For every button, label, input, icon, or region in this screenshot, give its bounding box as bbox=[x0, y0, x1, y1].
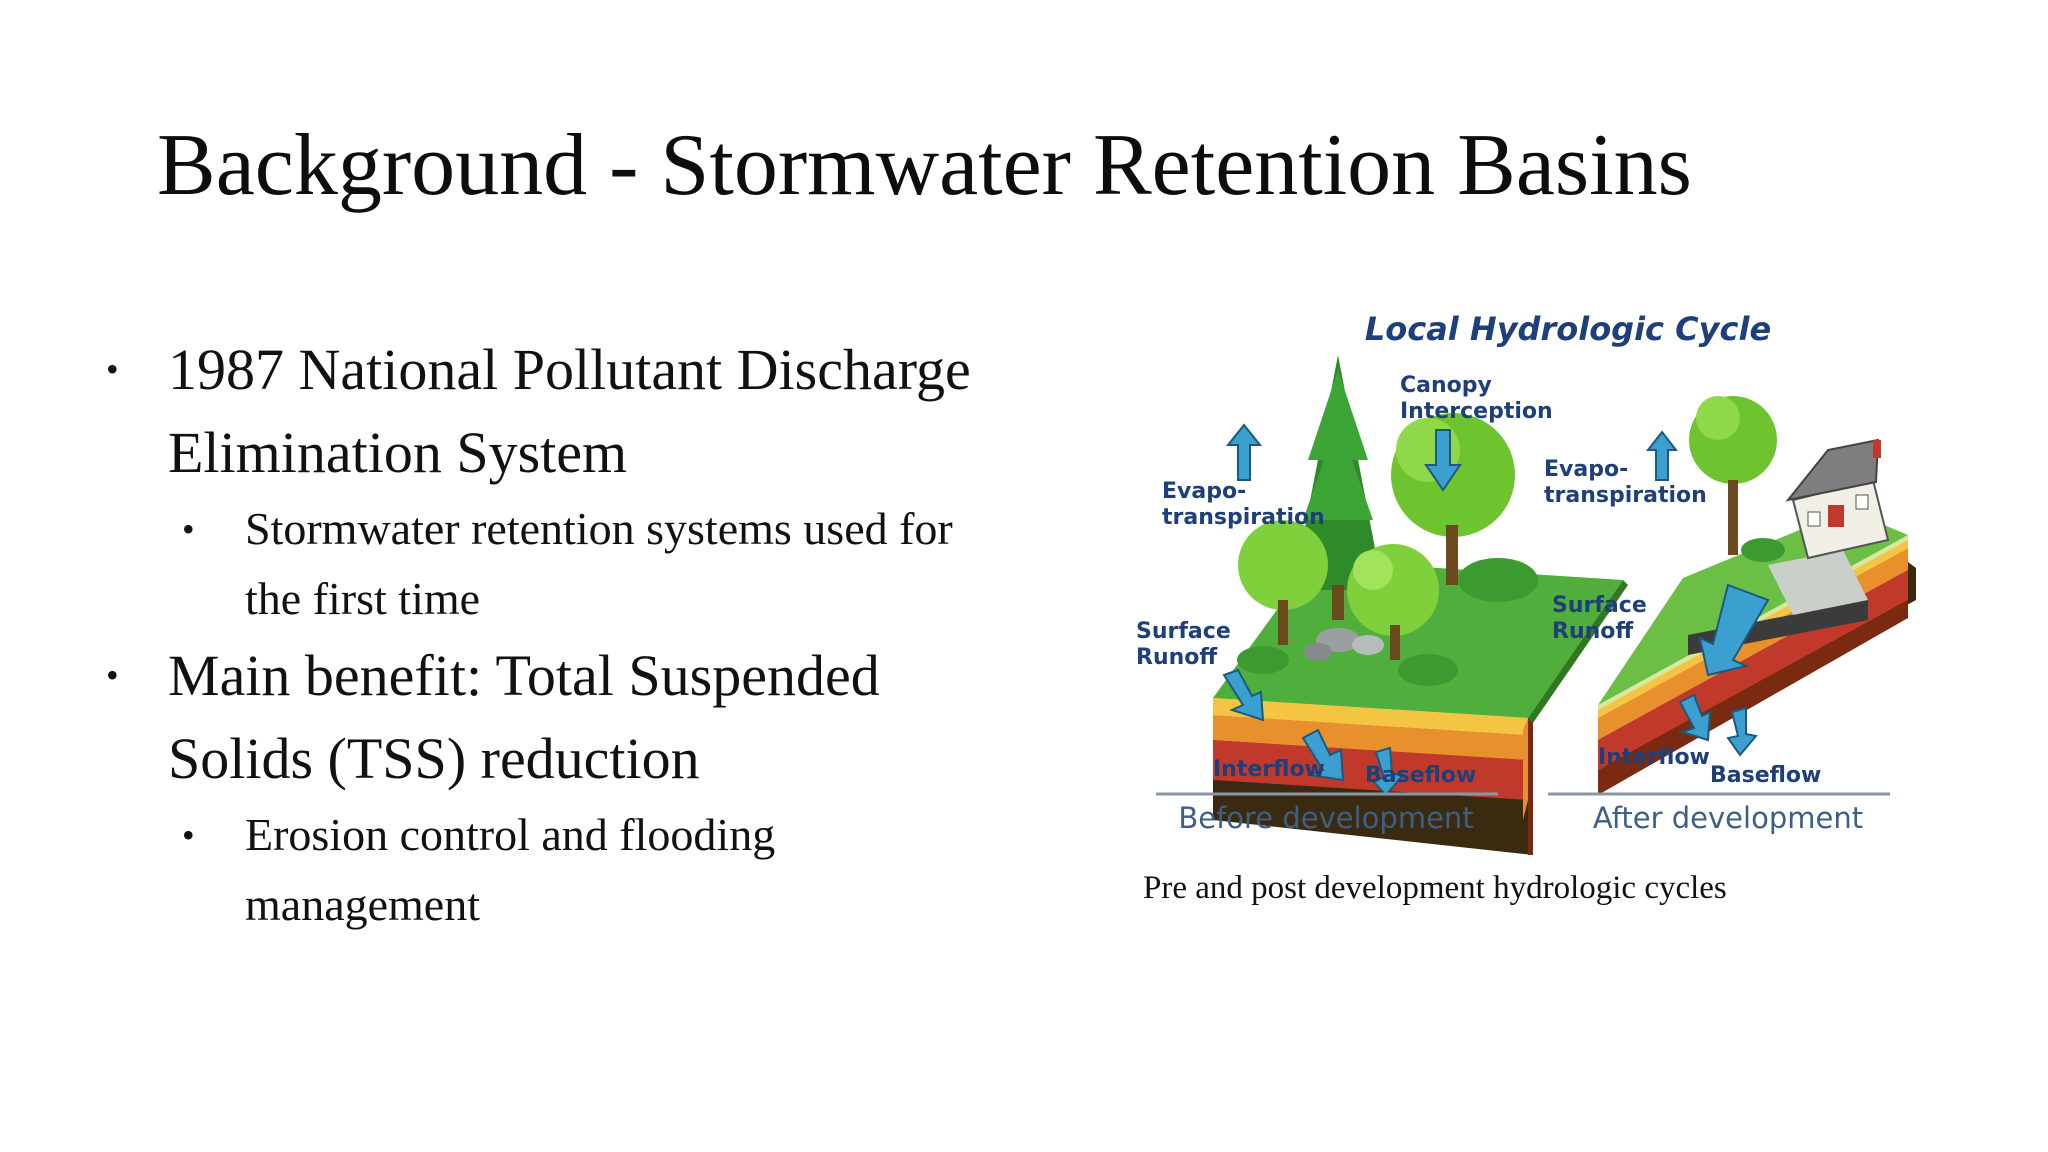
surface-runoff-label: Surface bbox=[1136, 619, 1231, 644]
bullet-item: • Main benefit: Total Suspended bbox=[100, 634, 1060, 717]
bullet-marker: • bbox=[106, 655, 119, 695]
sub-bullet-item: the first time bbox=[100, 564, 1060, 634]
surface-runoff-label: Runoff bbox=[1552, 619, 1634, 644]
hydrologic-cycle-figure: Local Hydrologic Cycle bbox=[1128, 300, 1928, 870]
slide-title: Background - Stormwater Retention Basins bbox=[157, 117, 1692, 214]
bullet-marker: • bbox=[182, 509, 195, 549]
bullet-text: management bbox=[245, 879, 481, 930]
baseflow-label: Baseflow bbox=[1365, 763, 1476, 788]
bullet-text: the first time bbox=[245, 573, 481, 624]
interflow-arrow-before bbox=[1301, 728, 1345, 782]
evapotranspiration-label: transpiration bbox=[1162, 505, 1325, 530]
interflow-arrow-after bbox=[1678, 693, 1712, 742]
hydrologic-cycle-illustration: Local Hydrologic Cycle bbox=[1128, 300, 1928, 870]
bullet-text: Erosion control and flooding bbox=[245, 809, 776, 860]
canopy-label: Interception bbox=[1400, 399, 1553, 424]
bullet-text: Stormwater retention systems used for bbox=[245, 503, 953, 554]
bullet-marker: • bbox=[106, 349, 119, 389]
interflow-label: Interflow bbox=[1598, 745, 1710, 770]
baseflow-arrow-after bbox=[1726, 706, 1758, 757]
baseflow-arrow-before bbox=[1369, 746, 1406, 797]
bullet-text: Solids (TSS) reduction bbox=[168, 726, 700, 791]
bullet-item: • 1987 National Pollutant Discharge bbox=[100, 328, 1060, 411]
surface-runoff-arrow-after bbox=[1698, 583, 1770, 677]
evapotranspiration-arrow-before bbox=[1225, 423, 1263, 481]
canopy-label: Canopy bbox=[1400, 373, 1492, 398]
bullet-text: Elimination System bbox=[168, 420, 628, 485]
canopy-interception-arrow bbox=[1424, 429, 1462, 492]
evapotranspiration-arrow-after bbox=[1645, 430, 1679, 481]
baseflow-label: Baseflow bbox=[1710, 763, 1821, 788]
evapotranspiration-label: Evapo- bbox=[1162, 479, 1246, 504]
figure-title: Local Hydrologic Cycle bbox=[1365, 310, 1771, 348]
bullet-text: Main benefit: Total Suspended bbox=[168, 643, 880, 708]
surface-runoff-label: Surface bbox=[1552, 593, 1647, 618]
before-development-label: Before development bbox=[1178, 801, 1473, 835]
flow-arrows bbox=[1222, 423, 1770, 797]
sub-bullet-item: • Stormwater retention systems used for bbox=[100, 494, 1060, 564]
sub-bullet-item: • Erosion control and flooding bbox=[100, 800, 1060, 870]
figure-caption: Pre and post development hydrologic cycl… bbox=[1143, 870, 1727, 906]
bullet-item: Elimination System bbox=[100, 411, 1060, 494]
bullet-list: • 1987 National Pollutant Discharge Elimi… bbox=[100, 328, 1060, 940]
before-development-block bbox=[1213, 355, 1628, 855]
evapotranspiration-label: transpiration bbox=[1544, 483, 1707, 508]
interflow-label: Interflow bbox=[1213, 757, 1325, 782]
surface-runoff-label: Runoff bbox=[1136, 645, 1218, 670]
evapotranspiration-label: Evapo- bbox=[1544, 457, 1628, 482]
sub-bullet-item: management bbox=[100, 870, 1060, 940]
bullet-item: Solids (TSS) reduction bbox=[100, 717, 1060, 800]
bullet-marker: • bbox=[182, 815, 195, 855]
after-development-label: After development bbox=[1593, 801, 1863, 835]
surface-runoff-arrow-before bbox=[1222, 668, 1265, 722]
bullet-text: 1987 National Pollutant Discharge bbox=[168, 337, 971, 402]
